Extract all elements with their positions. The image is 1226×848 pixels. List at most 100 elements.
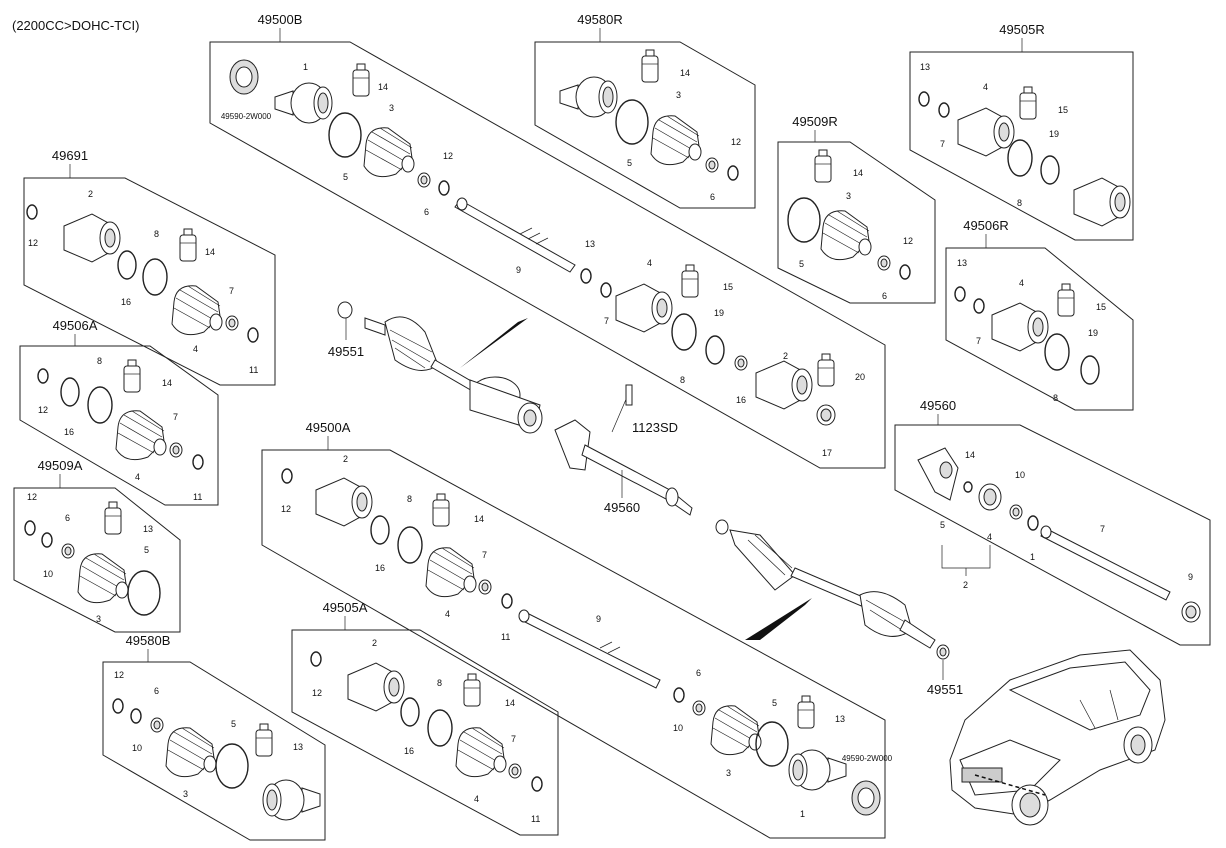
svg-text:1: 1 (1030, 552, 1035, 562)
svg-text:3: 3 (726, 768, 731, 778)
grease-tube-icon (352, 63, 370, 97)
grease-tube-icon (797, 695, 815, 729)
callout-49551-top: 49551 (328, 344, 364, 359)
svg-text:4: 4 (987, 532, 992, 542)
svg-text:14: 14 (205, 247, 215, 257)
cup-icon (347, 662, 405, 712)
ring-icon (26, 204, 38, 220)
grease-tube-icon (814, 149, 832, 183)
svg-text:2: 2 (783, 351, 788, 361)
connector-wedge-icon (745, 598, 812, 640)
svg-text:2: 2 (372, 638, 377, 648)
svg-text:14: 14 (680, 68, 690, 78)
svg-text:12: 12 (443, 151, 453, 161)
svg-text:12: 12 (38, 405, 48, 415)
engine-spec: (2200CC>DOHC-TCI) (12, 18, 140, 33)
group-box-49500b (209, 41, 886, 469)
ring-icon (427, 709, 453, 747)
ring-icon (938, 102, 950, 118)
svg-text:16: 16 (64, 427, 74, 437)
svg-text:5: 5 (799, 259, 804, 269)
svg-text:4: 4 (647, 258, 652, 268)
svg-text:7: 7 (482, 550, 487, 560)
svg-text:16: 16 (375, 563, 385, 573)
cup-icon (63, 213, 121, 263)
ring-icon (501, 593, 513, 609)
svg-text:13: 13 (835, 714, 845, 724)
svg-text:17: 17 (822, 448, 832, 458)
cup-icon (957, 107, 1015, 157)
group-label-49580b: 49580B (126, 633, 171, 648)
svg-text:6: 6 (696, 668, 701, 678)
bolt-icon (625, 384, 633, 406)
svg-text:13: 13 (293, 742, 303, 752)
svg-text:15: 15 (1058, 105, 1068, 115)
svg-text:8: 8 (1017, 198, 1022, 208)
svg-text:14: 14 (505, 698, 515, 708)
ring-icon (954, 286, 966, 302)
gear-ring-icon (851, 780, 881, 816)
boot-icon (363, 127, 415, 178)
ring-icon (225, 315, 239, 331)
boot-icon (455, 727, 507, 778)
ring-icon (1080, 355, 1100, 385)
callout-1123sd: 1123SD (632, 420, 678, 435)
driveshaft-icon (337, 301, 543, 434)
svg-text:2: 2 (963, 580, 968, 590)
group-label-49506a: 49506A (53, 318, 98, 333)
grease-tube-icon (123, 359, 141, 393)
ring-icon (918, 91, 930, 107)
ring-icon (727, 165, 739, 181)
ring-icon (1027, 515, 1039, 531)
svg-text:9: 9 (1188, 572, 1193, 582)
ring-icon (60, 377, 80, 407)
group-box-49580r (534, 41, 756, 209)
svg-text:10: 10 (1015, 470, 1025, 480)
svg-text:5: 5 (772, 698, 777, 708)
ring-icon (963, 481, 973, 493)
svg-text:13: 13 (585, 239, 595, 249)
boot-icon (650, 115, 702, 166)
ring-icon (531, 776, 543, 792)
grease-tube-icon (179, 228, 197, 262)
ring-icon (816, 404, 836, 426)
svg-text:3: 3 (183, 789, 188, 799)
ring-icon (705, 335, 725, 365)
group-label-49506r: 49506R (963, 218, 1009, 233)
ring-icon (112, 698, 124, 714)
ring-icon (310, 651, 322, 667)
svg-text:3: 3 (676, 90, 681, 100)
cup-icon (1073, 177, 1131, 227)
svg-text:12: 12 (114, 670, 124, 680)
ring-icon (1007, 139, 1033, 177)
nut-icon (936, 644, 950, 660)
svg-text:19: 19 (714, 308, 724, 318)
grease-tube-icon (104, 501, 122, 535)
svg-text:8: 8 (97, 356, 102, 366)
svg-text:10: 10 (673, 723, 683, 733)
svg-text:12: 12 (312, 688, 322, 698)
ring-icon (192, 454, 204, 470)
ring-icon (247, 327, 259, 343)
ring-icon (41, 532, 53, 548)
boot-icon (115, 410, 167, 461)
ring-icon (370, 515, 390, 545)
boot-icon (77, 553, 129, 604)
grease-tube-icon (641, 49, 659, 83)
ring-icon (400, 697, 420, 727)
svg-text:4: 4 (474, 794, 479, 804)
group-label-49580r: 49580R (577, 12, 623, 27)
ring-icon (734, 355, 748, 371)
svg-text:11: 11 (193, 492, 202, 502)
ring-icon (130, 708, 142, 724)
driveshaft-icon (715, 519, 936, 649)
boot-icon (165, 727, 217, 778)
svg-text:11: 11 (501, 632, 510, 642)
svg-text:1: 1 (303, 62, 308, 72)
gear-ring-icon (229, 59, 259, 95)
svg-text:5: 5 (343, 172, 348, 182)
svg-text:4: 4 (193, 344, 198, 354)
group-box-49560 (894, 424, 1211, 646)
svg-text:19: 19 (1049, 129, 1059, 139)
